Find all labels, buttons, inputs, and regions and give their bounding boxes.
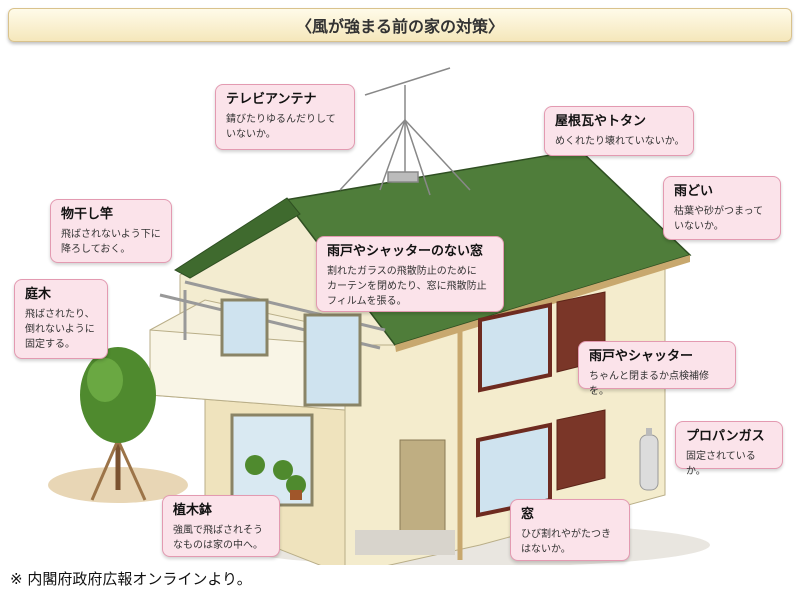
- front-door: [399, 439, 446, 541]
- callout-roof-heading: 屋根瓦やトタン: [555, 114, 647, 129]
- callout-antenna-body: 錆びたりゆるんだりして いないか。: [226, 114, 336, 140]
- callout-window: 窓 ひび割れやがたつき はないか。: [510, 499, 630, 561]
- callout-pole-body: 飛ばされないよう下に 降ろしておく。: [61, 229, 161, 255]
- page-title-text: 〈風が強まる前の家の対策〉: [295, 17, 504, 36]
- callout-pole-heading: 物干し竿: [61, 207, 114, 222]
- callout-tree-heading: 庭木: [25, 287, 52, 302]
- roof-edge: [395, 255, 690, 352]
- upper-window-center: [303, 313, 362, 407]
- callout-roof-body: めくれたり壊れていないか。: [555, 136, 685, 147]
- callout-propane: プロパンガス 固定されているか。: [675, 421, 783, 477]
- upper-right-window: [478, 302, 552, 393]
- callout-gutter: 雨どい 枯葉や砂がつまって いないか。: [663, 176, 781, 240]
- callout-antenna: テレビアンテナ 錆びたりゆるんだりして いないか。: [215, 84, 355, 150]
- callout-gutter-heading: 雨どい: [674, 184, 714, 199]
- callout-window-body: ひび割れやがたつき はないか。: [521, 529, 611, 555]
- callout-shutter-heading: 雨戸やシャッター: [589, 349, 694, 364]
- antenna-graphic: [339, 67, 471, 196]
- callout-window-no-shutter-heading: 雨戸やシャッターのない窓: [327, 244, 484, 259]
- callout-pot: 植木鉢 強風で飛ばされそう なものは家の中へ。: [162, 495, 280, 557]
- callout-gutter-body: 枯葉や砂がつまって いないか。: [674, 206, 764, 232]
- callout-pot-heading: 植木鉢: [173, 503, 213, 518]
- garden-tree: [80, 347, 156, 501]
- callout-window-no-shutter-body: 割れたガラスの飛散防止のために カーテンを閉めたり、窓に飛散防止 フィルムを張る…: [327, 266, 487, 307]
- callout-shutter-body: ちゃんと閉まるか点検補修を。: [589, 371, 709, 397]
- callout-tree-body: 飛ばされたり、 倒れないように 固定する。: [25, 309, 95, 350]
- callout-propane-heading: プロパンガス: [686, 429, 765, 444]
- source-footnote: ※ 内閣府政府広報オンラインより。: [10, 570, 252, 588]
- entrance-step: [355, 530, 455, 555]
- callout-window-heading: 窓: [521, 507, 535, 522]
- lower-shutter: [556, 409, 606, 491]
- callout-roof: 屋根瓦やトタン めくれたり壊れていないか。: [544, 106, 694, 156]
- upper-window-left: [220, 298, 269, 357]
- pot-plants: [245, 455, 306, 500]
- callout-antenna-heading: テレビアンテナ: [226, 92, 317, 107]
- callout-window-no-shutter: 雨戸やシャッターのない窓 割れたガラスの飛散防止のために カーテンを閉めたり、窓…: [316, 236, 504, 312]
- page-title: 〈風が強まる前の家の対策〉: [8, 8, 792, 42]
- callout-shutter: 雨戸やシャッター ちゃんと閉まるか点検補修を。: [578, 341, 736, 397]
- roof-gable-left: [174, 197, 301, 279]
- propane-tank: [639, 428, 659, 491]
- callout-tree: 庭木 飛ばされたり、 倒れないように 固定する。: [14, 279, 108, 359]
- callout-pole: 物干し竿 飛ばされないよう下に 降ろしておく。: [50, 199, 172, 263]
- callout-propane-body: 固定されているか。: [686, 451, 756, 477]
- callout-pot-body: 強風で飛ばされそう なものは家の中へ。: [173, 525, 263, 551]
